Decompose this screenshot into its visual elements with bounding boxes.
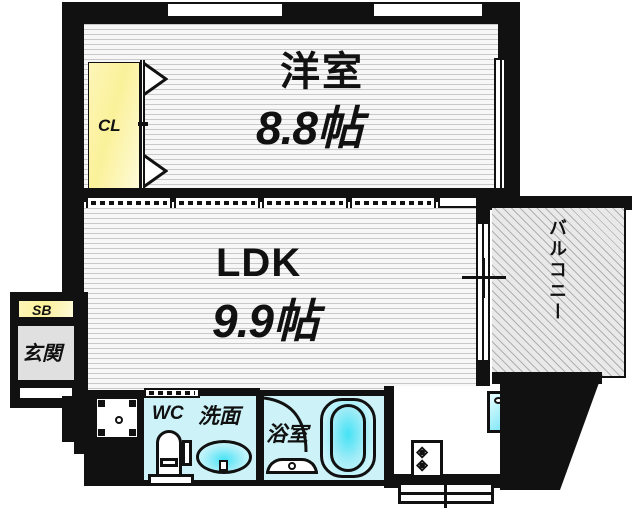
closet-cl (88, 62, 140, 190)
toilet-base (148, 474, 194, 486)
entry-door-leaf[interactable] (18, 386, 74, 400)
room-balcony (492, 206, 626, 378)
balcony-label: バルコニー (547, 218, 567, 323)
window-bedroom-right (372, 2, 484, 18)
wall-washroom-bathroom (256, 396, 266, 480)
shoebox-label: SB (32, 302, 52, 318)
washroom-door-top[interactable] (144, 388, 200, 398)
bathtub-inner-icon (330, 404, 366, 472)
window-kitchen-center (444, 478, 447, 508)
shoebox-sb (18, 300, 74, 318)
bedroom-area-label: 8.8帖 (256, 102, 363, 154)
toilet-side-icon (182, 440, 192, 466)
bathroom-label: 浴室 (266, 423, 308, 446)
gas-stove-icon (411, 440, 443, 478)
window-bedroom-east-mullion (500, 58, 502, 192)
room-genkan (18, 326, 74, 380)
washroom-header (200, 388, 260, 396)
kitchen-counter (392, 386, 504, 486)
room-ldk (84, 208, 476, 390)
toilet-icon (156, 430, 182, 478)
wc-label: WC (152, 403, 184, 424)
bathroom-counter-drain-icon (288, 462, 296, 470)
ldk-area-label: 9.9帖 (212, 295, 319, 347)
exterior-wall-left-upper (62, 2, 84, 200)
bedroom-name-label: 洋室 (280, 50, 364, 94)
toilet-tank-icon (160, 458, 178, 467)
washbasin-label: 洗面 (198, 405, 240, 428)
bathroom-door-icon[interactable] (262, 396, 312, 456)
washbasin-drain-icon (219, 460, 228, 471)
genkan-label: 玄関 (22, 343, 62, 365)
kitchen-wall-left (384, 386, 394, 486)
closet-door-center-stop (138, 122, 148, 126)
wall-ldk-east-upper (476, 204, 490, 224)
wall-corner-bottom-left (74, 440, 94, 454)
wall-genkan-right (74, 292, 88, 408)
exterior-mass-bottom-right (500, 380, 600, 490)
balcony-door-marker-v (482, 258, 485, 298)
washing-machine-icon (94, 396, 140, 440)
closet-label: CL (98, 116, 121, 135)
wall-ldk-east-lower (476, 360, 490, 386)
window-bedroom-left (166, 2, 284, 18)
ldk-name-label: LDK (216, 241, 302, 285)
